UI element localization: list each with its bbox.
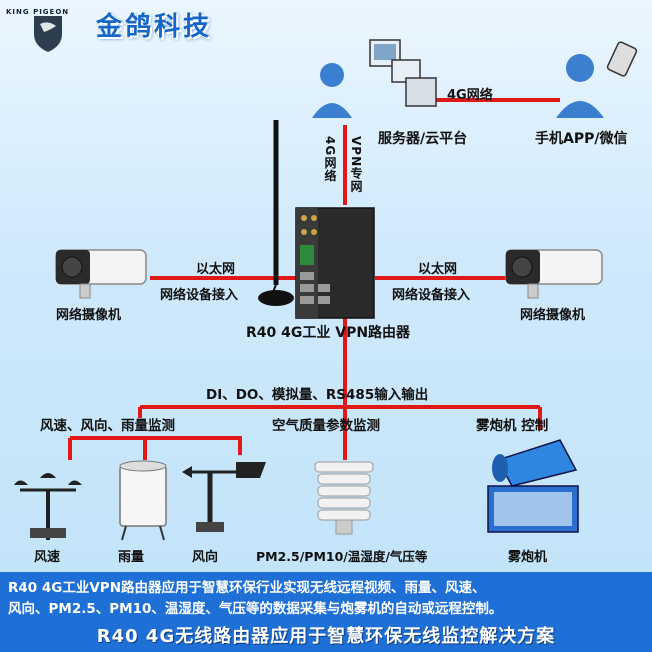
footer-title: R40 4G无线路由器应用于智慧环保无线监控解决方案 xyxy=(96,626,556,647)
phone-user-icon xyxy=(556,41,638,118)
anemometer-icon xyxy=(14,473,82,540)
camera-left-label: 网络摄像机 xyxy=(56,308,122,323)
right-access-label: 网络设备接入 xyxy=(392,288,471,303)
server-icon xyxy=(312,39,437,118)
router-server-vpn-label: VPN专网 xyxy=(349,136,363,194)
camera-right-icon xyxy=(505,249,603,299)
left-ethernet-label: 以太网 xyxy=(196,262,236,277)
server-label: 服务器/云平台 xyxy=(378,131,468,147)
weather-group-label: 风速、风向、雨量监测 xyxy=(40,418,175,434)
right-ethernet-label: 以太网 xyxy=(418,262,458,277)
air-group-label: 空气质量参数监测 xyxy=(272,418,380,434)
air-sensor-icon xyxy=(314,461,374,535)
brand-chinese: 金鸽科技 xyxy=(96,12,213,42)
wind-vane-label: 风向 xyxy=(192,550,219,565)
fog-cannon-label: 雾炮机 xyxy=(508,550,548,565)
air-sensor-label: PM2.5/PM10/温湿度/气压等 xyxy=(256,549,428,564)
fog-cannon-icon xyxy=(487,439,579,533)
io-bus-label: DI、DO、模拟量、RS485输入输出 xyxy=(206,387,429,403)
server-phone-link-label: 4G网络 xyxy=(447,88,493,103)
antenna-icon xyxy=(258,120,294,306)
line-weather-bracket xyxy=(70,436,242,455)
camera-left-icon xyxy=(55,249,147,299)
anemometer-label: 风速 xyxy=(34,550,61,565)
wind-vane-icon xyxy=(182,462,266,532)
brand-english: KING PIGEON xyxy=(6,8,70,16)
logo-shield-icon xyxy=(34,16,62,52)
router-label: R40 4G工业 VPN路由器 xyxy=(246,325,411,341)
phone-label: 手机APP/微信 xyxy=(535,131,628,147)
fog-group-label: 雾炮机 控制 xyxy=(476,418,549,434)
description-line-2: 风向、PM2.5、PM10、温湿度、气压等的数据采集与炮雾机的自动或远程控制。 xyxy=(8,601,503,617)
router-device-icon xyxy=(295,207,375,319)
description-band xyxy=(0,572,652,652)
camera-right-label: 网络摄像机 xyxy=(520,308,586,323)
connection-lines xyxy=(68,98,560,460)
description-line-1: R40 4G工业VPN路由器应用于智慧环保行业实现无线远程视频、雨量、风速、 xyxy=(8,580,486,596)
rain-gauge-icon xyxy=(119,460,167,541)
router-server-4g-label: 4G网络 xyxy=(323,136,337,183)
left-access-label: 网络设备接入 xyxy=(160,288,239,303)
rain-gauge-label: 雨量 xyxy=(118,550,145,565)
